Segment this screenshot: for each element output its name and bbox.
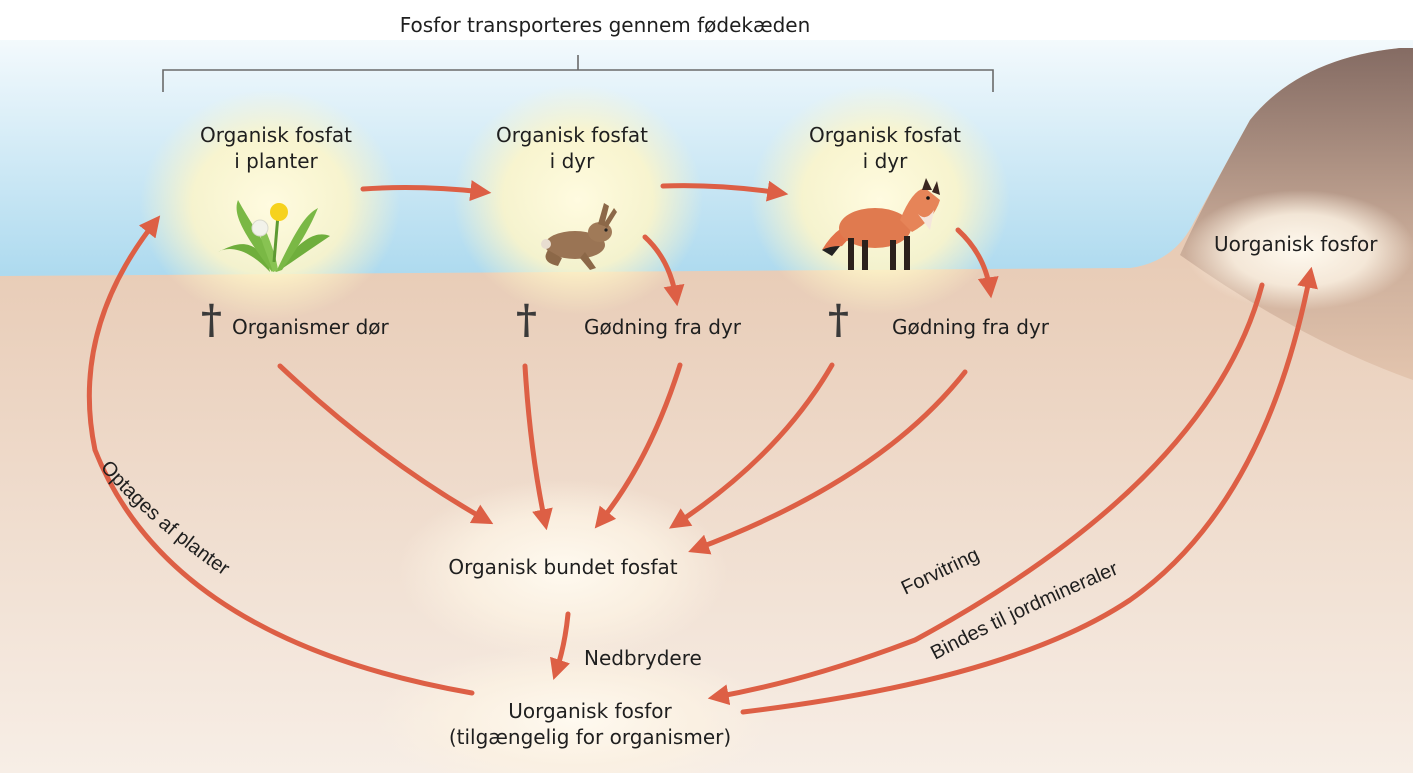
hare-label: Organisk fosfat i dyr — [496, 122, 648, 174]
decomposers-label: Nedbrydere — [584, 645, 702, 671]
death-label: Organismer dør — [232, 314, 389, 340]
glow-hare — [453, 85, 703, 315]
plants-label-line1: Organisk fosfat — [200, 122, 352, 148]
plants-label-line2: i planter — [200, 148, 352, 174]
glow-fox — [750, 85, 1010, 315]
diagram-title: Fosfor transporteres gennem fødekæden — [400, 12, 811, 38]
hill-inorganic-label: Uorganisk fosfor — [1214, 231, 1378, 257]
fox-label-line1: Organisk fosfat — [809, 122, 961, 148]
hare-label-line2: i dyr — [496, 148, 648, 174]
manure-label-1: Gødning fra dyr — [584, 314, 741, 340]
organic-bound-label: Organisk bundet fosfat — [448, 554, 677, 580]
fox-label-line2: i dyr — [809, 148, 961, 174]
manure-label-2: Gødning fra dyr — [892, 314, 1049, 340]
death-cross-icon-3: † — [828, 300, 849, 340]
inorganic-label-line1: Uorganisk fosfor — [449, 698, 731, 724]
inorganic-label: Uorganisk fosfor (tilgængelig for organi… — [449, 698, 731, 750]
fox-label: Organisk fosfat i dyr — [809, 122, 961, 174]
inorganic-label-line2: (tilgængelig for organismer) — [449, 724, 731, 750]
plants-label: Organisk fosfat i planter — [200, 122, 352, 174]
hare-label-line1: Organisk fosfat — [496, 122, 648, 148]
death-cross-icon-2: † — [516, 300, 537, 340]
death-cross-icon: † — [201, 300, 222, 340]
